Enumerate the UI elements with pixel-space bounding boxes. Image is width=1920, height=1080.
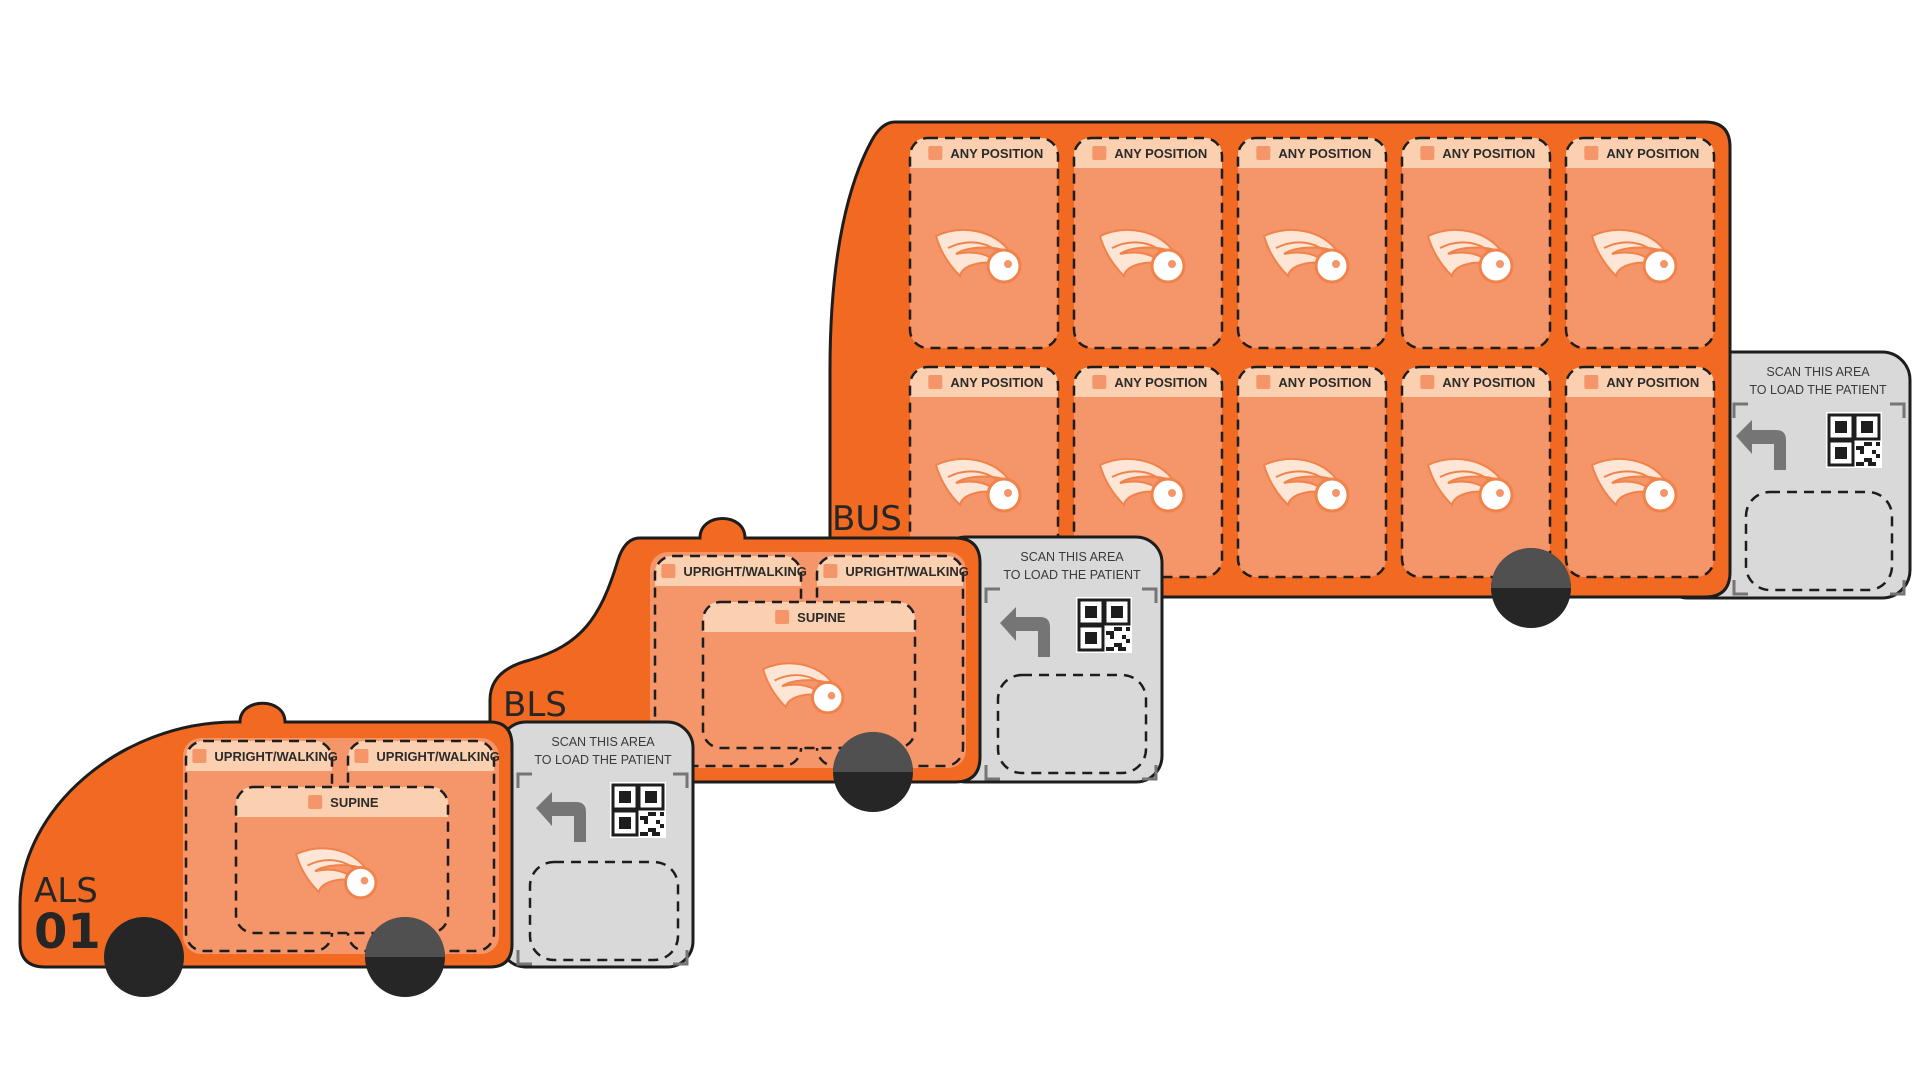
- slot-badge-icon: [1584, 146, 1599, 160]
- patient-slot[interactable]: ANY POSITION: [908, 136, 1060, 350]
- scan-instruction-line2: TO LOAD THE PATIENT: [1003, 568, 1141, 582]
- patient-slot[interactable]: ANY POSITION: [1236, 136, 1388, 350]
- slot-position-label: SUPINE: [330, 795, 379, 810]
- bus-slot-grid: ANY POSITION ANY POSITION ANY POSITION ANY …: [908, 136, 1716, 579]
- bls-vehicle: UPRIGHT/WALKING UPRIGHT/WALKING SUPINE SCA…: [488, 517, 1164, 812]
- qr-code-icon: [1826, 412, 1882, 468]
- return-arrow-icon: [536, 792, 586, 842]
- slot-position-label: UPRIGHT/WALKING: [376, 749, 500, 764]
- slot-badge-icon: [1092, 375, 1107, 389]
- patient-slot[interactable]: SUPINE: [701, 600, 917, 750]
- als-vehicle-label: ALS: [34, 871, 98, 911]
- als-front-wheel: [104, 917, 184, 997]
- slot-position-label: ANY POSITION: [1114, 146, 1207, 161]
- slot-badge-icon: [1256, 146, 1271, 160]
- bus-vehicle-label: BUS: [832, 499, 902, 539]
- bls-scan-area[interactable]: SCAN THIS AREA TO LOAD THE PATIENT: [984, 550, 1158, 781]
- slot-badge-icon: [661, 564, 676, 578]
- scan-frame-brackets: [1732, 402, 1906, 596]
- bls-wheel: [833, 732, 913, 812]
- als-slot-area: UPRIGHT/WALKING UPRIGHT/WALKING SUPINE: [183, 738, 500, 954]
- slot-badge-icon: [775, 610, 790, 624]
- return-arrow-icon: [1000, 607, 1050, 657]
- patient-slot[interactable]: ANY POSITION: [1236, 365, 1388, 579]
- slot-badge-icon: [1092, 146, 1107, 160]
- qr-code-icon: [1076, 597, 1132, 653]
- scan-frame-brackets: [516, 772, 689, 966]
- slot-badge-icon: [1584, 375, 1599, 389]
- slot-position-label: UPRIGHT/WALKING: [683, 564, 807, 579]
- als-vehicle-number: 01: [34, 904, 101, 960]
- slot-position-label: ANY POSITION: [1606, 146, 1699, 161]
- slot-badge-icon: [308, 795, 323, 809]
- patient-slot[interactable]: ANY POSITION: [1400, 365, 1552, 579]
- scan-instruction-line2: TO LOAD THE PATIENT: [534, 753, 672, 767]
- patient-slot[interactable]: ANY POSITION: [1400, 136, 1552, 350]
- bls-vehicle-label: BLS: [503, 685, 567, 725]
- patient-slot[interactable]: ANY POSITION: [1072, 365, 1224, 579]
- slot-badge-icon: [928, 375, 943, 389]
- als-scan-area[interactable]: SCAN THIS AREA TO LOAD THE PATIENT: [516, 735, 689, 966]
- bus-scan-area[interactable]: SCAN THIS AREA TO LOAD THE PATIENT: [1732, 365, 1906, 596]
- scan-frame-brackets: [984, 587, 1158, 781]
- slot-position-label: ANY POSITION: [1278, 375, 1371, 390]
- als-vehicle: UPRIGHT/WALKING UPRIGHT/WALKING SUPINE SCA…: [18, 701, 695, 997]
- slot-position-label: ANY POSITION: [1114, 375, 1207, 390]
- scan-drop-zone[interactable]: [996, 673, 1148, 775]
- slot-position-label: UPRIGHT/WALKING: [845, 564, 969, 579]
- slot-position-label: ANY POSITION: [1606, 375, 1699, 390]
- slot-badge-icon: [1256, 375, 1271, 389]
- als-rear-wheel: [365, 917, 445, 997]
- bus-wheel: [1491, 548, 1571, 628]
- qr-code-icon: [610, 782, 666, 838]
- slot-position-label: ANY POSITION: [1442, 375, 1535, 390]
- scan-drop-zone[interactable]: [528, 860, 680, 962]
- bus-vehicle: ANY POSITION ANY POSITION ANY POSITION ANY …: [828, 120, 1912, 628]
- scan-instruction-line1: SCAN THIS AREA: [1020, 550, 1124, 564]
- slot-position-label: ANY POSITION: [950, 375, 1043, 390]
- patient-slot[interactable]: ANY POSITION: [1564, 365, 1716, 579]
- return-arrow-icon: [1736, 420, 1786, 470]
- scan-instruction-line2: TO LOAD THE PATIENT: [1749, 383, 1887, 397]
- slot-badge-icon: [1420, 146, 1435, 160]
- slot-badge-icon: [823, 564, 838, 578]
- slot-badge-icon: [354, 749, 369, 763]
- slot-position-label: UPRIGHT/WALKING: [214, 749, 338, 764]
- slot-position-label: ANY POSITION: [1278, 146, 1371, 161]
- patient-slot[interactable]: SUPINE: [234, 785, 450, 935]
- slot-badge-icon: [928, 146, 943, 160]
- patient-slot[interactable]: ANY POSITION: [1072, 136, 1224, 350]
- bls-slot-area: UPRIGHT/WALKING UPRIGHT/WALKING SUPINE: [650, 552, 969, 768]
- scan-instruction-line1: SCAN THIS AREA: [1766, 365, 1870, 379]
- slot-position-label: ANY POSITION: [1442, 146, 1535, 161]
- scan-instruction-line1: SCAN THIS AREA: [551, 735, 655, 749]
- slot-position-label: SUPINE: [797, 610, 846, 625]
- patient-slot[interactable]: ANY POSITION: [1564, 136, 1716, 350]
- patient-slot[interactable]: ANY POSITION: [908, 365, 1060, 579]
- slot-badge-icon: [192, 749, 207, 763]
- slot-position-label: ANY POSITION: [950, 146, 1043, 161]
- slot-badge-icon: [1420, 375, 1435, 389]
- scan-drop-zone[interactable]: [1744, 490, 1894, 592]
